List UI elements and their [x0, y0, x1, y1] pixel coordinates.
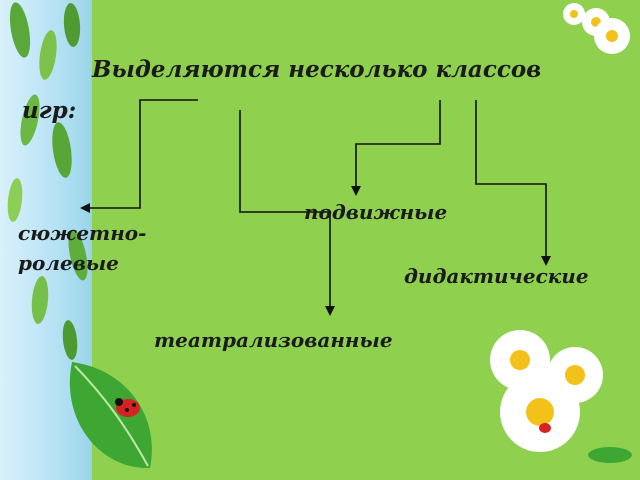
- arrowhead-teatr: [325, 306, 335, 316]
- category-syuzhetno-rolevye: сюжетно- ролевые: [18, 218, 198, 278]
- leaf-strip-icon: [7, 2, 88, 360]
- arrowhead-syuzhetno: [80, 203, 90, 213]
- ladybug-icon: [115, 398, 140, 417]
- green-leaf-icon: [69, 362, 152, 469]
- category-label-part1: сюжетно-: [18, 221, 147, 245]
- connector-podvizhnye: [355, 100, 441, 188]
- slide-title: Выделяются несколько классов: [92, 56, 542, 83]
- daisy-flower-icon: [563, 3, 630, 54]
- connector-didakticheskie: [475, 100, 547, 258]
- category-teatralizovannye: театрализованные: [154, 328, 393, 352]
- slide-title-continuation: игр:: [22, 97, 77, 124]
- category-label-part2: ролевые: [18, 251, 119, 275]
- category-didakticheskie: дидактические: [404, 264, 589, 288]
- category-podvizhnye: подвижные: [304, 200, 448, 224]
- daisy-flower-icon: [490, 330, 632, 463]
- arrowhead-podvizhnye: [351, 186, 361, 196]
- arrowheads: [80, 186, 551, 316]
- connector-teatr: [239, 110, 331, 308]
- connector-lines: [88, 99, 547, 308]
- connector-syuzhetno: [88, 99, 198, 209]
- arrowhead-didakticheskie: [541, 256, 551, 266]
